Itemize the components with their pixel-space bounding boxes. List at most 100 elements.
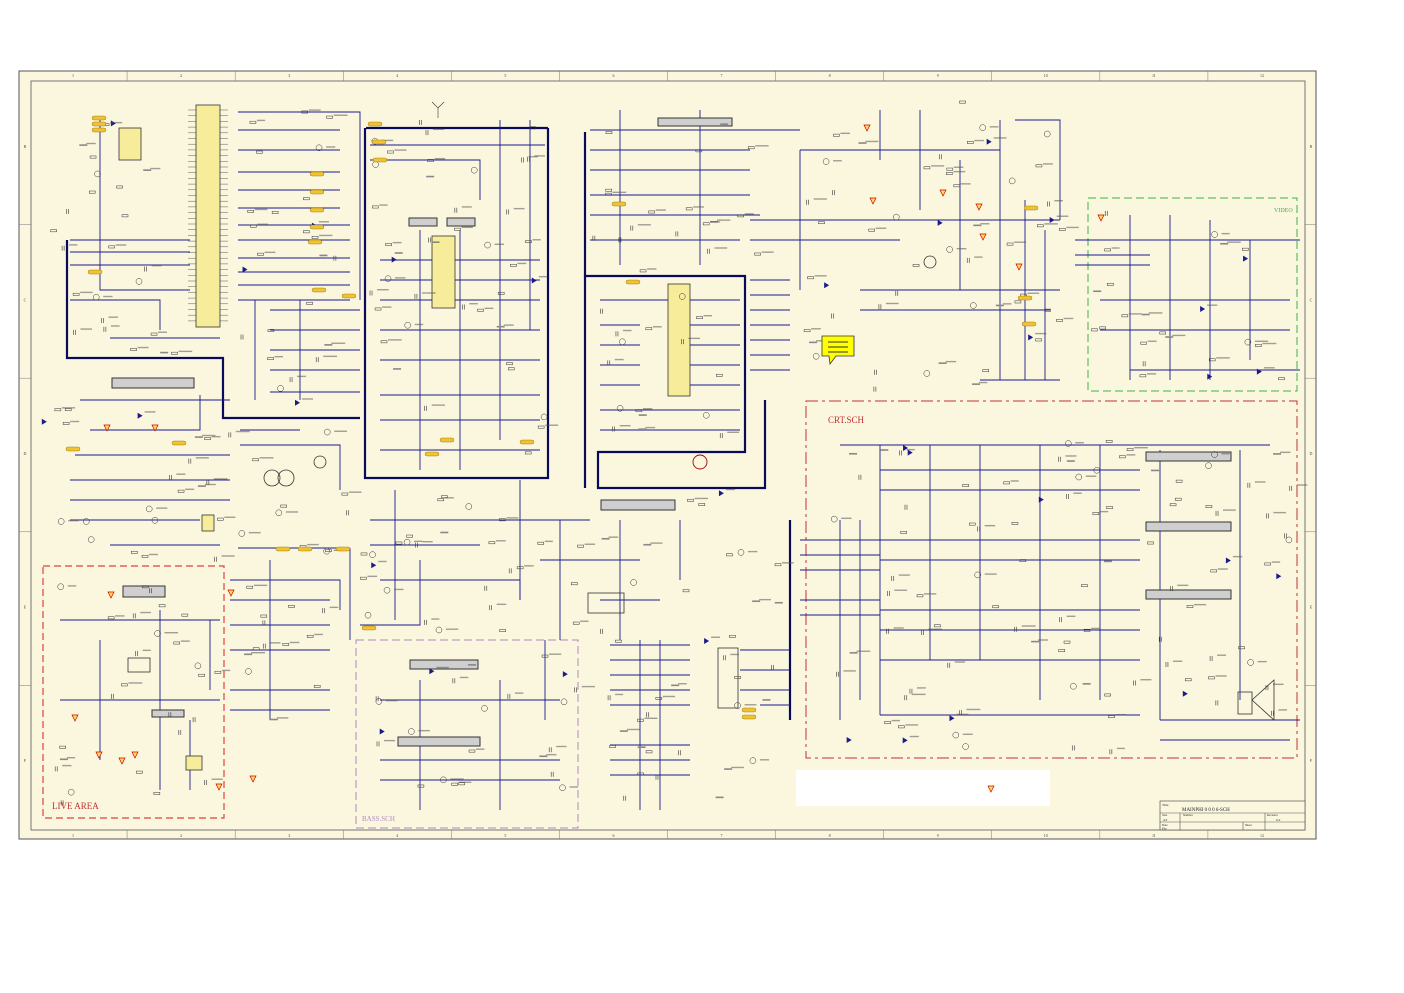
grid-col-number: 11 (1152, 73, 1156, 78)
grid-row-letter: F (24, 758, 27, 763)
warning-icon (1097, 214, 1105, 222)
warning-icon (1015, 263, 1023, 271)
live-area-region (42, 565, 225, 819)
warning-icon (103, 424, 111, 432)
ic-u803 (1145, 589, 1232, 600)
grid-col-number: 6 (612, 833, 614, 838)
grid-col-number: 2 (180, 73, 182, 78)
number-caption: Number (1183, 813, 1193, 817)
grid-row-letter: D (1310, 451, 1313, 456)
ic-yellow-blocks (118, 104, 691, 771)
grid-row-letter: B (1310, 144, 1313, 149)
ic-u401 (409, 659, 479, 670)
video-region (1087, 197, 1298, 392)
audio-out-connector (587, 592, 625, 614)
av-connector-block (717, 647, 739, 709)
ic-u501 (111, 377, 195, 389)
grid-col-number: 12 (1260, 833, 1264, 838)
grid-col-number: 2 (180, 833, 182, 838)
sheet-caption: Sheet (1245, 823, 1252, 827)
ic-u301 (600, 499, 676, 511)
ir-receiver-block (127, 657, 151, 673)
grid-row-letter: E (1310, 605, 1313, 610)
crt-region-label: CRT.SCH (828, 415, 865, 425)
ic-u801 (1145, 451, 1232, 462)
ic-u201 (408, 217, 438, 227)
warning-icon (107, 591, 115, 599)
antenna-symbol (431, 101, 445, 118)
mcu-pins (188, 109, 228, 322)
warning-icon (131, 751, 139, 759)
grid-col-number: 5 (504, 73, 506, 78)
sheet-title: MAINPHI 0 0 0 6-SCH (1182, 808, 1230, 813)
mcu-chip (195, 104, 221, 328)
grid-row-letter: B (24, 144, 27, 149)
grid-col-number: 8 (829, 833, 831, 838)
coil-symbol (313, 455, 327, 469)
transformer-coil-right (277, 469, 295, 487)
signal-wires (60, 110, 1300, 810)
eeprom-chip (667, 283, 691, 397)
fuse-block (185, 755, 203, 771)
size-caption: Size (1162, 813, 1168, 817)
grid-col-number: 4 (396, 833, 398, 838)
grid-col-number: 10 (1044, 833, 1048, 838)
live-area-label: LIVE AREA (52, 801, 99, 811)
ic-u202 (446, 217, 476, 227)
memory-chip (431, 235, 456, 309)
bass-region (355, 639, 579, 829)
ic-blocks (111, 117, 1232, 747)
grid-row-letter: C (1310, 297, 1313, 302)
crystal-block (118, 127, 142, 161)
warning-triangles (71, 124, 1105, 793)
crt-neck-symbol (1251, 679, 1275, 721)
date-caption: Date (1162, 823, 1168, 827)
warning-icon (975, 203, 983, 211)
annotation-box (796, 770, 1050, 806)
grid-col-number: 8 (829, 73, 831, 78)
ic-u402 (397, 736, 481, 747)
grid-col-number: 6 (612, 73, 614, 78)
ic-u602 (151, 709, 185, 718)
warning-icon (151, 424, 159, 432)
grid-col-number: 12 (1260, 73, 1264, 78)
title-block: Title MAINPHI 0 0 0 6-SCH Size A3 Number… (1159, 800, 1306, 831)
file-caption: File (1162, 827, 1167, 831)
warning-icon (118, 757, 126, 765)
ic-u101 (657, 117, 733, 127)
crt-socket (1237, 691, 1253, 715)
note-icon[interactable] (821, 335, 855, 366)
net-labels (65, 115, 1039, 720)
grid-col-number: 1 (72, 73, 74, 78)
size-value: A3 (1163, 818, 1168, 822)
bass-region-label: BASS.SCH (362, 815, 395, 823)
grid-col-number: 7 (721, 833, 723, 838)
video-region-label: VIDEO (1274, 208, 1293, 214)
main-bus-lines (65, 126, 792, 720)
grid-col-number: 4 (396, 73, 398, 78)
warning-icon (863, 124, 871, 132)
grid-row-letter: D (24, 451, 27, 456)
title-caption: Title (1162, 803, 1169, 807)
regulator-block (201, 514, 215, 532)
grid-col-number: 9 (937, 73, 939, 78)
grid-col-number: 11 (1152, 833, 1156, 838)
crt-connector (692, 454, 708, 470)
drawing-frame (30, 80, 1306, 831)
grid-col-number: 1 (72, 833, 74, 838)
grid-col-number: 9 (937, 833, 939, 838)
warning-icon (215, 783, 223, 791)
grid-row-letter: C (24, 297, 27, 302)
ic-u601 (122, 585, 166, 598)
grid-row-letter: F (1310, 758, 1313, 763)
warning-icon (227, 589, 235, 597)
warning-icon (71, 714, 79, 722)
transformer-coil-left (263, 469, 281, 487)
revision-caption: Revision (1267, 813, 1278, 817)
warning-icon (939, 189, 947, 197)
grid-col-number: 5 (504, 833, 506, 838)
warning-icon (95, 751, 103, 759)
grid-col-number: 3 (288, 73, 290, 78)
